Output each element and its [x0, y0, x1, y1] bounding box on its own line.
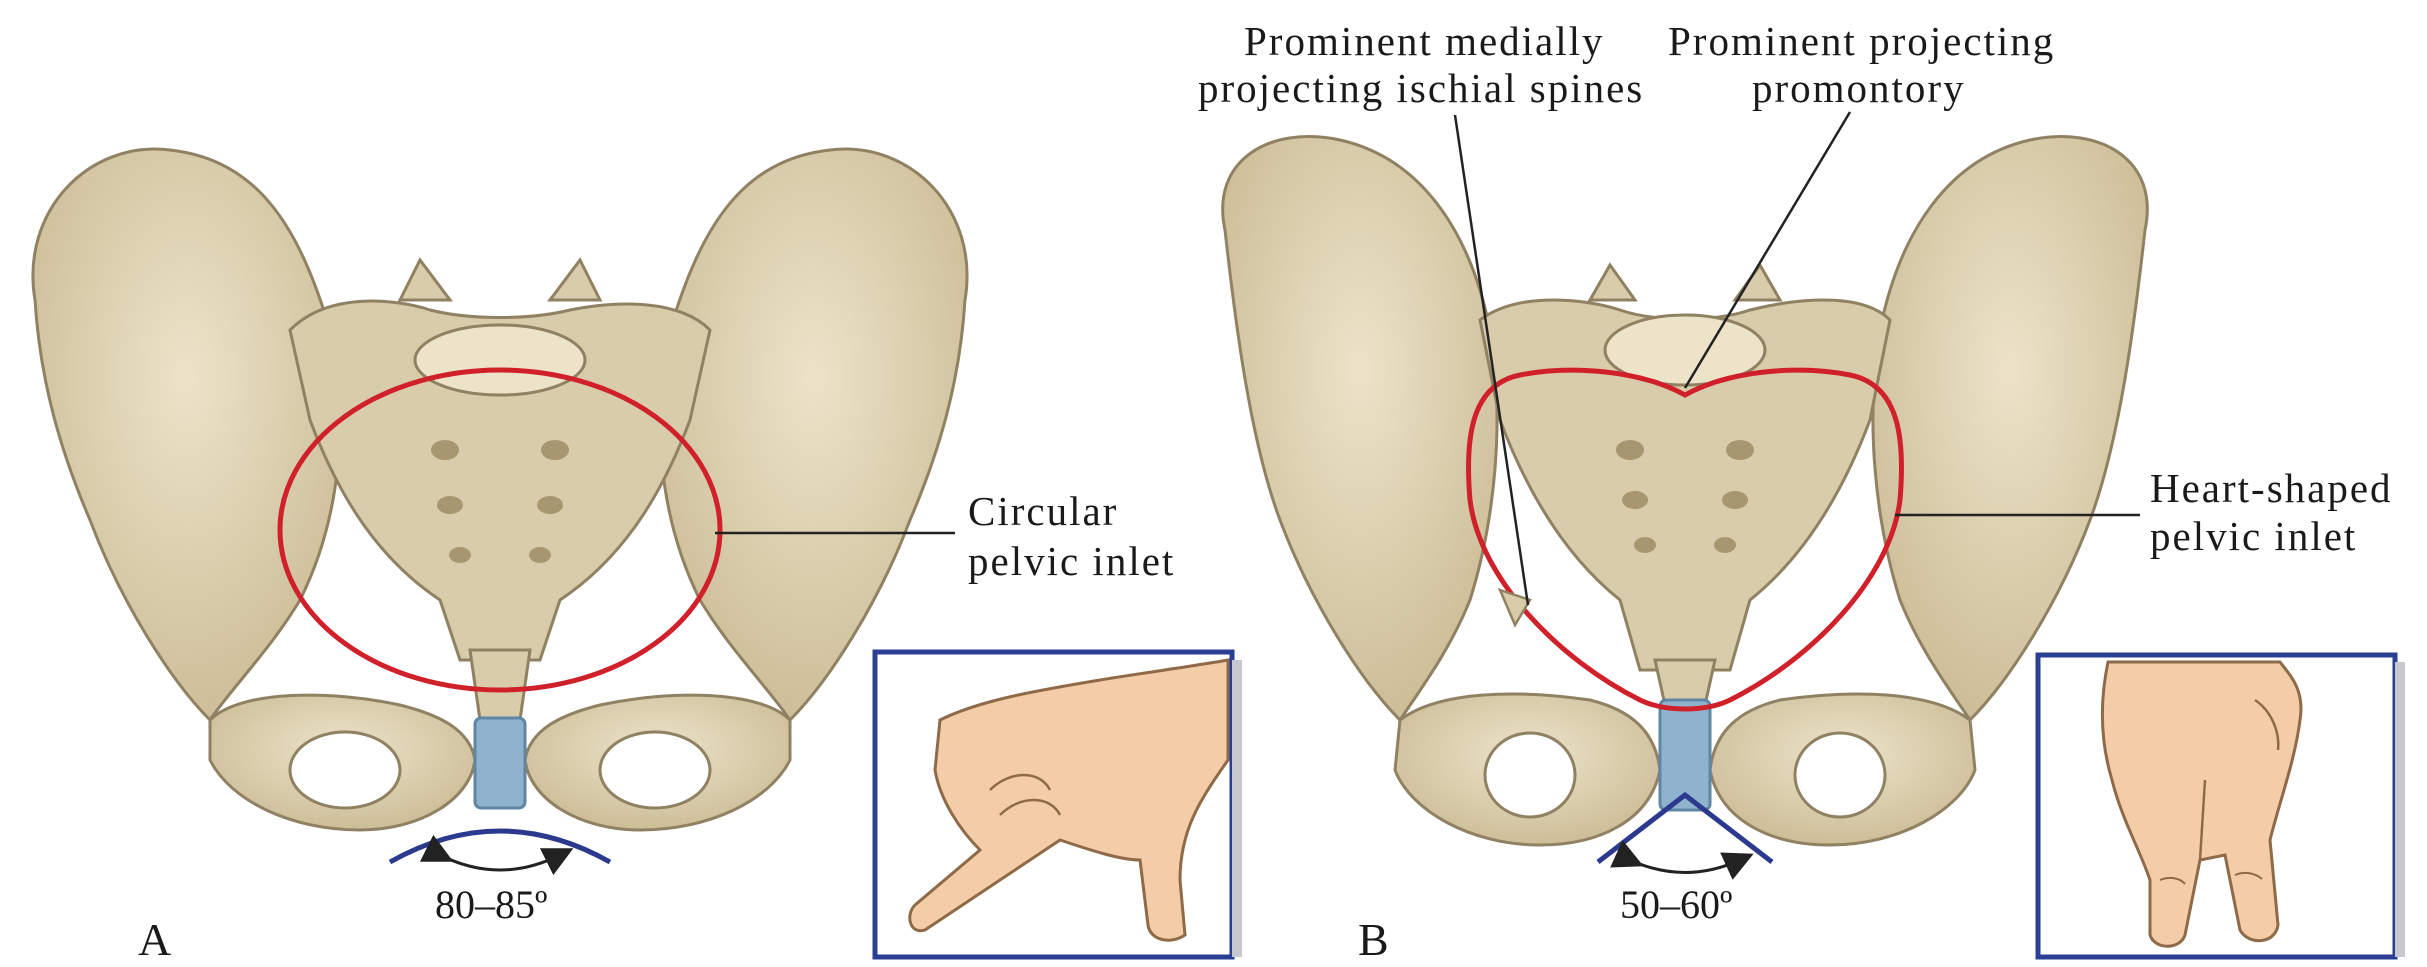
inlet-label-b-line2: pelvic inlet: [2150, 513, 2357, 559]
left-obturator-foramen-a: [290, 732, 400, 808]
promontory-label-line2: promontory: [1752, 65, 1966, 111]
inlet-label-b-line1: Heart-shaped: [2150, 465, 2393, 511]
panel-letter-a: A: [138, 914, 171, 962]
coccyx-a: [470, 650, 530, 720]
left-ilium-a: [33, 149, 340, 720]
right-ilium-a: [660, 149, 967, 720]
angle-label-a: 80–85º: [435, 882, 547, 927]
angle-arrow-a: [440, 855, 560, 870]
panel-letter-b: B: [1358, 914, 1389, 962]
pubic-arch-line-a: [390, 831, 610, 862]
spines-label-line2: projecting ischial spines: [1198, 65, 1644, 111]
right-obturator-foramen-b: [1795, 733, 1885, 817]
panel-b: Prominent medially projecting ischial sp…: [1198, 18, 2405, 962]
panel-a: Circular pelvic inlet 80–85º A: [33, 149, 1242, 962]
sacral-promontory-a: [415, 325, 585, 395]
pubic-symphysis-a: [475, 718, 525, 808]
angle-label-b: 50–60º: [1620, 882, 1732, 927]
inlet-label-a-line2: pelvic inlet: [968, 538, 1175, 584]
angle-arrow-b: [1630, 860, 1740, 873]
inlet-label-a-line1: Circular: [968, 488, 1118, 534]
spines-label-line1: Prominent medially: [1244, 18, 1605, 64]
left-ilium-b: [1223, 137, 1497, 720]
left-obturator-foramen-b: [1485, 733, 1575, 817]
inset-hand-a: [875, 652, 1242, 957]
coccyx-b: [1655, 660, 1715, 705]
promontory-label-line1: Prominent projecting: [1668, 18, 2055, 64]
right-obturator-foramen-a: [600, 732, 710, 808]
inset-hand-b: [2038, 655, 2405, 957]
right-ilium-b: [1873, 137, 2147, 720]
